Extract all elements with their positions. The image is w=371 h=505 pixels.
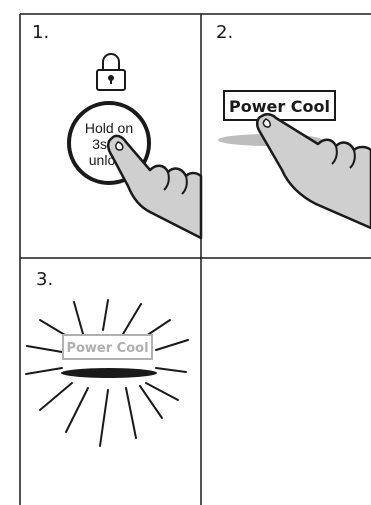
hold-caption-line-1: Hold on (85, 120, 133, 136)
finger-press-icon (257, 114, 371, 228)
power-cool-label-lit: Power Cool (66, 341, 148, 356)
indicator-oval (61, 368, 157, 378)
power-cool-label: Power Cool (229, 97, 330, 116)
panel-3: 3. Power Cool (26, 269, 188, 446)
panel-2-number: 2. (216, 22, 233, 43)
lock-icon (97, 54, 125, 90)
panel-3-number: 3. (36, 269, 53, 290)
panel-1-number: 1. (32, 22, 49, 43)
panel-1: 1. Hold on 3sec. unlock (32, 22, 201, 238)
panel-grid (20, 14, 371, 505)
panel-2: 2. Power Cool (216, 22, 371, 228)
hand-1-icon (108, 136, 201, 238)
